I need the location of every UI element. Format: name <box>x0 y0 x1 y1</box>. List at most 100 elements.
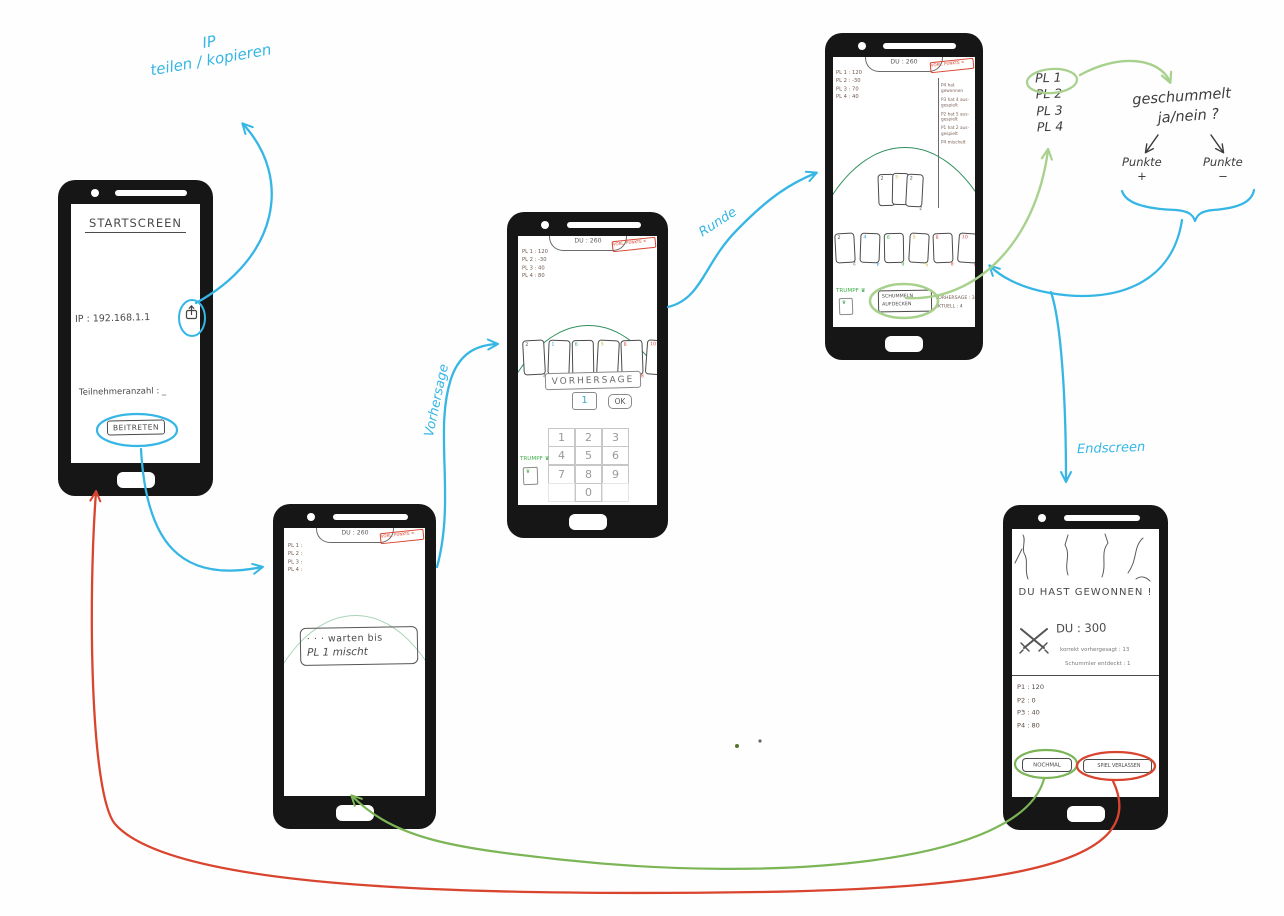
points-minus-note: Punkte − <box>1203 155 1243 184</box>
end-detail-2: Schummler entdeckt : 1 <box>1065 660 1131 667</box>
trump-card: ♛ <box>838 297 854 316</box>
log-entry: P3 hat 4 aus- gespielt <box>941 97 969 108</box>
keypad-blank <box>601 483 630 503</box>
flow-label-vorhersage: Vorhersage <box>421 362 453 439</box>
cheat-question-note: geschummelt ja/nein ? <box>1132 85 1233 131</box>
startscreen: STARTSCREEN IP : 192.168.1.1 Teilnehmera… <box>71 204 200 463</box>
ip-line: IP : 192.168.1.1 <box>74 312 151 325</box>
phone-endscreen: DU HAST GEWONNEN ! DU : 300 korrekt vorh… <box>1003 505 1168 830</box>
camera-dot <box>540 221 549 229</box>
play-again-button[interactable]: NOCHMAL <box>1022 758 1072 772</box>
final-score-row: P3 : 40 <box>1017 709 1040 717</box>
final-score-row: P4 : 80 <box>1017 721 1040 730</box>
table-arc <box>518 325 657 505</box>
trump-label: TRUMPF ♛ <box>836 287 866 294</box>
flow-label-endscreen: Endscreen <box>1076 439 1146 458</box>
speaker-bar <box>1064 515 1140 521</box>
home-button[interactable] <box>335 805 374 821</box>
leave-game-button[interactable]: SPIEL VERLASSEN <box>1083 759 1152 773</box>
trump-card: ♛ <box>522 466 539 486</box>
final-scores: P1 : 120 P2 : 0 P3 : 40 P4 : 80 <box>1017 681 1044 732</box>
arrow-pl1-to-question <box>1078 59 1173 85</box>
join-button[interactable]: BEITRETEN <box>106 419 165 436</box>
hand-card[interactable]: 55 <box>595 339 620 379</box>
keypad-key[interactable]: 5 <box>574 446 603 466</box>
win-title: DU HAST GEWONNEN ! <box>1018 587 1153 598</box>
player-list-item: PL 2 <box>1035 85 1063 102</box>
participants-label: Teilnehmeranzahl : _ <box>78 386 167 398</box>
results-divider <box>1012 675 1159 676</box>
speaker-bar <box>566 222 641 228</box>
ok-button[interactable]: OK <box>608 394 632 409</box>
keypad-key[interactable]: 7 <box>547 464 576 484</box>
hand-card[interactable]: 1010 <box>644 339 657 376</box>
keypad-key[interactable]: 4 <box>547 446 576 466</box>
keypad-key[interactable]: 2 <box>574 427 603 447</box>
endscreen: DU HAST GEWONNEN ! DU : 300 korrekt vorh… <box>1012 529 1159 797</box>
flow-label-runde: Runde <box>696 204 740 241</box>
share-icon[interactable] <box>185 304 198 324</box>
home-button[interactable] <box>116 472 155 488</box>
home-button[interactable] <box>1066 806 1105 822</box>
speaker-bar <box>115 190 187 196</box>
camera-dot <box>858 42 867 50</box>
arrow-question-to-plus <box>1144 134 1159 154</box>
hand-cards: 22 44 66 55 88 1010 <box>834 232 975 267</box>
player-list-item: PL 3 <box>1036 102 1063 118</box>
waiting-message-line1: · · · warten bis <box>306 632 383 645</box>
trump-label: TRUMPF ♛ <box>520 455 550 462</box>
crossed-swords-icon <box>1019 628 1049 654</box>
log-entry: P4 hat gewonnen <box>941 83 964 94</box>
stat-current: AKTUELL : 4 <box>935 303 963 309</box>
player-list-item: PL 4 <box>1036 118 1064 135</box>
keypad-key[interactable]: 6 <box>601 446 630 466</box>
camera-dot <box>307 513 316 521</box>
prediction-input[interactable]: 1 <box>572 392 597 410</box>
phone-startscreen: STARTSCREEN IP : 192.168.1.1 Teilnehmera… <box>58 180 213 496</box>
keypad-key[interactable]: 9 <box>601 464 630 484</box>
keypad-key[interactable]: 0 <box>574 483 603 503</box>
home-button[interactable] <box>568 514 607 530</box>
points-minus-label: Punkte <box>1203 155 1243 169</box>
hand-card[interactable]: 1010 <box>956 232 975 267</box>
speaker-bar <box>333 514 409 520</box>
keypad-key[interactable]: 3 <box>601 427 630 447</box>
waiting-message-line2: PL 1 mischt <box>307 645 368 659</box>
points-minus-sign: − <box>1218 169 1228 184</box>
log-entry: P1 hat 2 aus- gespielt <box>941 125 969 136</box>
end-detail-1: korrekt vorhergesagt : 13 <box>1060 646 1130 653</box>
arrow-leave-to-start <box>89 490 1121 895</box>
log-entry: P4 mischelt <box>941 139 966 145</box>
hand-cards: 22 11 66 55 88 1010 <box>522 339 657 379</box>
home-button[interactable] <box>885 336 923 352</box>
reveal-cheat-button[interactable]: SCHUMMELN AUFDECKEN <box>877 289 933 313</box>
stray-dot-2 <box>758 739 762 743</box>
player-list-item: PL 1 <box>1034 69 1062 86</box>
arrow-round-to-endscreen <box>1049 290 1072 483</box>
points-brace <box>1120 188 1256 223</box>
number-pad: 1 2 3 4 5 6 7 8 9 0 <box>547 427 630 503</box>
stat-prediction: VORHERSAGE : 3 <box>935 295 975 301</box>
hand-card[interactable]: 22 <box>522 339 547 378</box>
hand-card[interactable]: 11 <box>546 339 571 379</box>
keypad-key[interactable]: 8 <box>574 464 603 484</box>
your-final-score: DU : 300 <box>1055 620 1107 636</box>
camera-dot <box>1037 514 1046 522</box>
arrow-question-to-minus <box>1210 134 1225 154</box>
keypad-blank <box>547 483 576 503</box>
phone-waiting-screen: DU : 260 VORL. PUNKTE ✕ PL 1 :PL 2 : PL … <box>273 504 436 829</box>
keypad-key[interactable]: 1 <box>547 427 576 447</box>
hand-card[interactable]: 66 <box>571 339 595 378</box>
waiting-message: · · · warten bis PL 1 mischt <box>299 625 419 667</box>
